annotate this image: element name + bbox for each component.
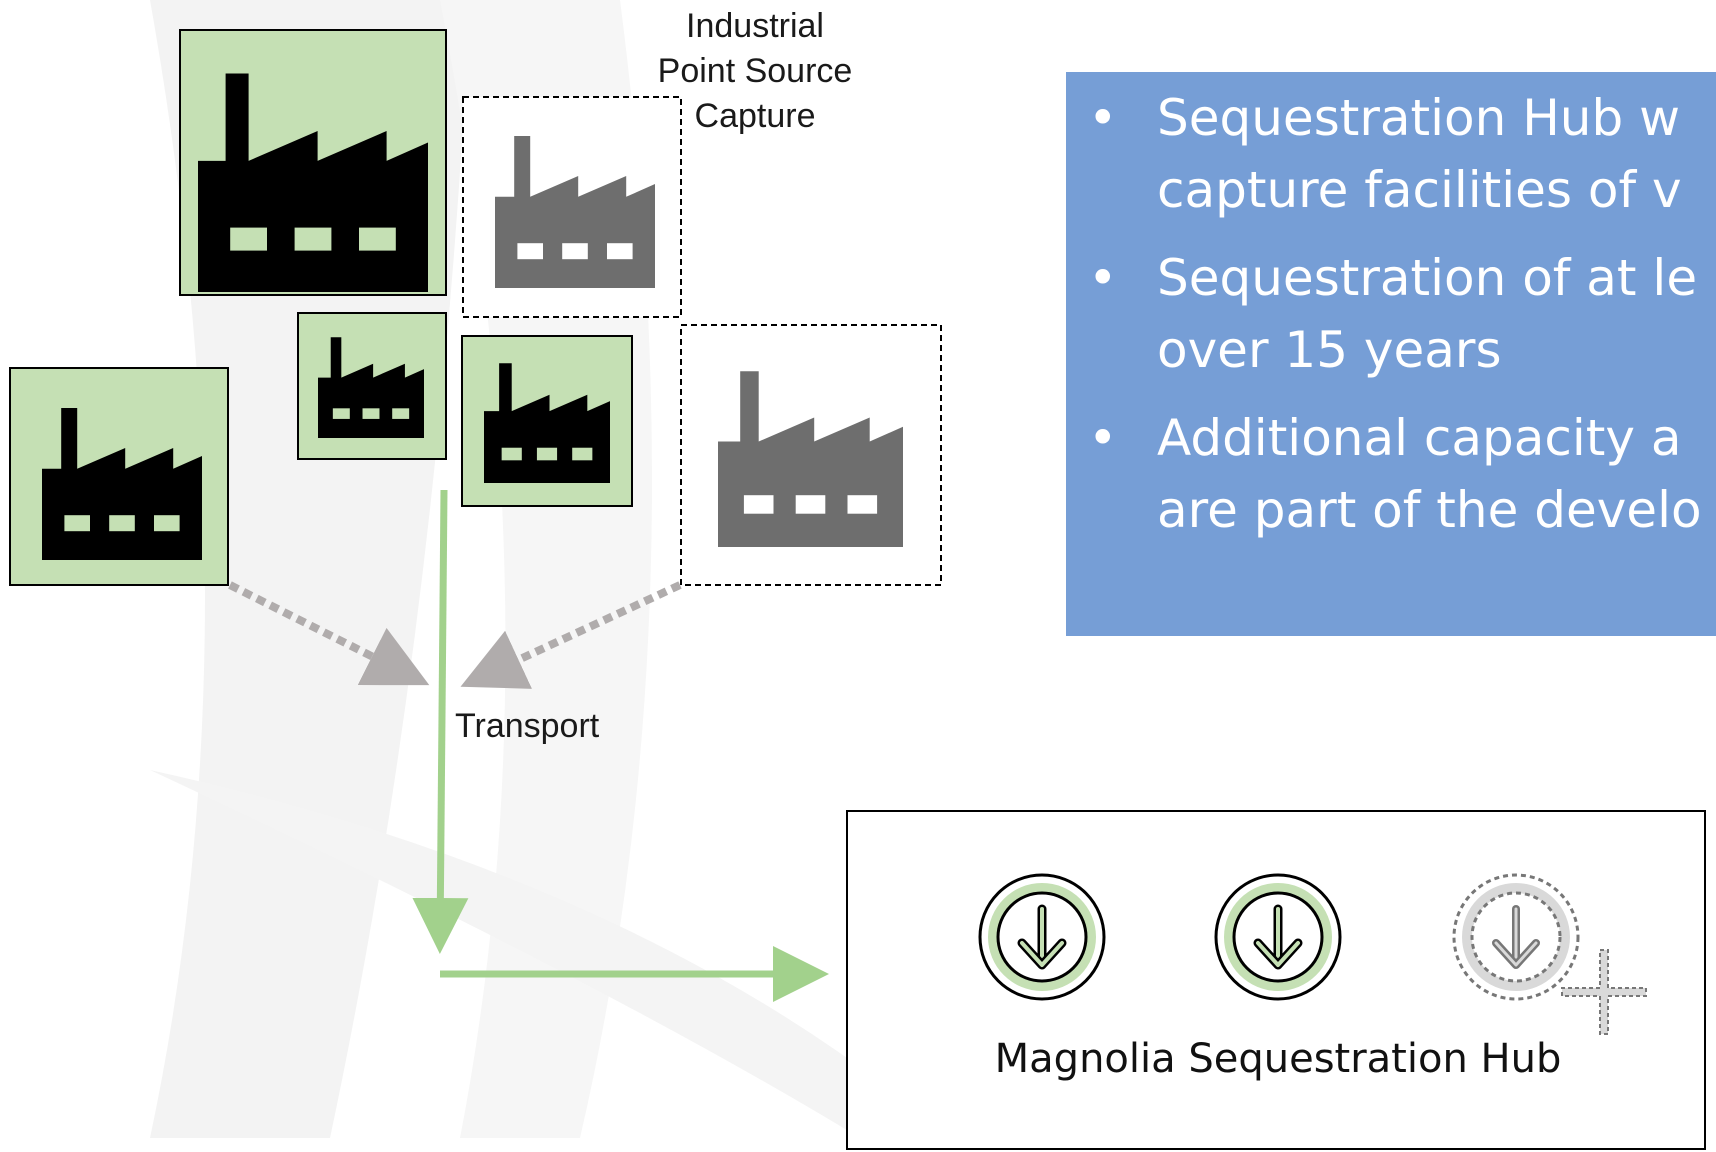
hub-wells (978, 873, 1647, 1035)
bullet-item-1: Sequestration Hub w (1088, 82, 1716, 154)
transport-pipeline (412, 489, 829, 1002)
capture-label-line3: Capture (694, 97, 816, 135)
transport-label: Transport (455, 707, 600, 745)
capture-label: Industrial Point Source Capture (630, 4, 880, 139)
bullet-line: over 15 years (1157, 321, 1502, 379)
bullet-item-2: Sequestration of at le (1088, 242, 1716, 314)
sequestration-hub-box: Magnolia Sequestration Hub (846, 810, 1706, 1150)
bullet-line: Additional capacity a (1157, 409, 1682, 467)
capture-label-line1: Industrial (686, 7, 824, 45)
injection-well-icon (1452, 873, 1580, 1001)
dashed-arrow-right (460, 581, 682, 689)
bullet-item-2-cont: over 15 years (1088, 314, 1716, 386)
bullet-item-1-cont: capture facilities of v (1088, 154, 1716, 226)
bullet-text-box: Sequestration Hub w capture facilities o… (1066, 72, 1716, 636)
plus-icon (1561, 949, 1647, 1035)
bullet-line: Sequestration Hub w (1157, 89, 1681, 147)
bullet-line: capture facilities of v (1157, 161, 1682, 219)
bullet-item-3-cont: are part of the develo (1088, 474, 1716, 546)
injection-well-icon (978, 873, 1106, 1001)
dashed-arrow-left (228, 581, 430, 686)
injection-well-icon (1214, 873, 1342, 1001)
hub-label: Magnolia Sequestration Hub (994, 1036, 1562, 1082)
bullet-item-3: Additional capacity a (1088, 402, 1716, 474)
capture-label-line2: Point Source (657, 52, 853, 90)
bullet-line: are part of the develo (1157, 481, 1702, 539)
bullet-line: Sequestration of at le (1157, 249, 1698, 307)
bullet-list: Sequestration Hub w capture facilities o… (1088, 82, 1716, 546)
